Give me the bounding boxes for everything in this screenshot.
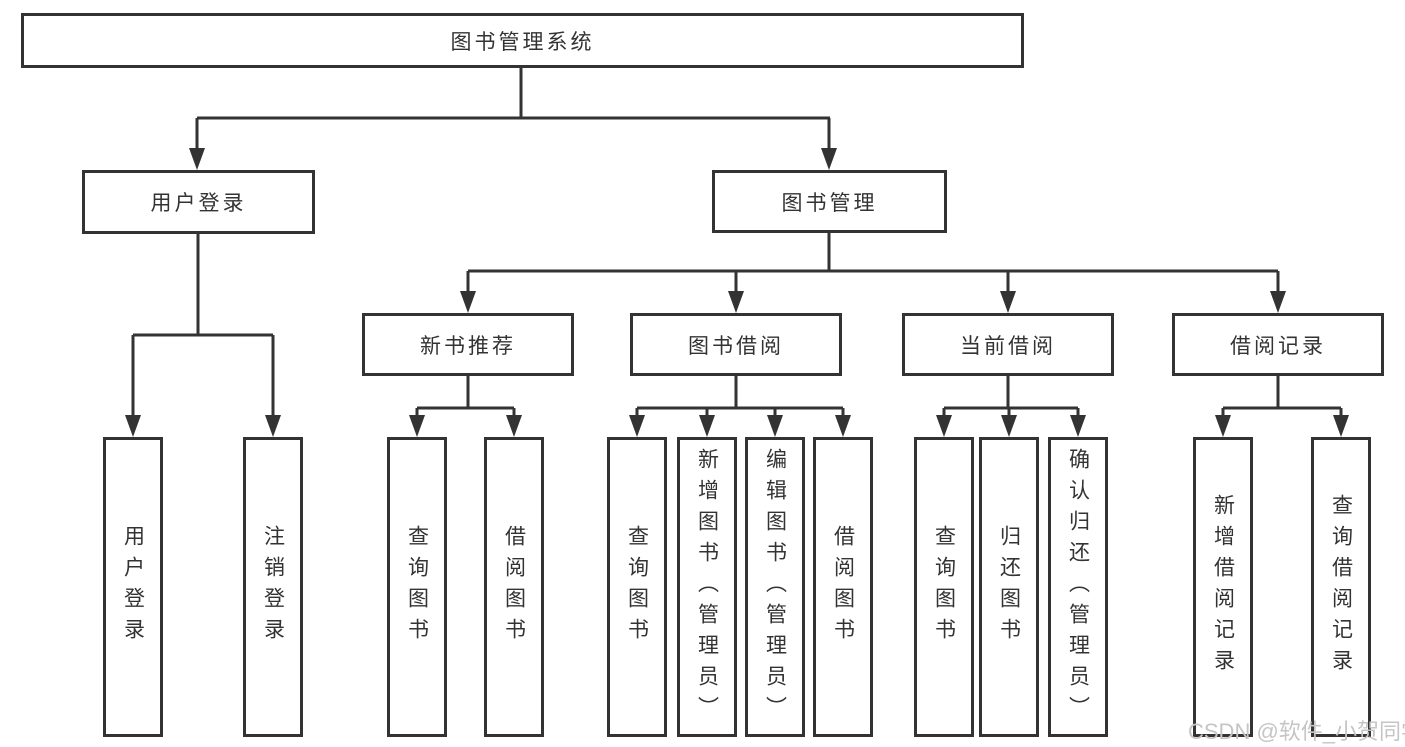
connector-book-borrow-children <box>635 375 845 423</box>
arrow-down-icon <box>699 415 715 437</box>
leaf-node-logout: 注销登录 <box>243 437 303 737</box>
node-current-borrow: 当前借阅 <box>902 313 1114 376</box>
arrow-down-icon <box>460 291 476 313</box>
node-book-borrow-label: 图书借阅 <box>688 334 784 358</box>
leaf-label: 归还图书 <box>997 525 1021 649</box>
leaf-label: 查询借阅记录 <box>1329 494 1353 680</box>
leaf-label: 借阅图书 <box>831 525 855 649</box>
leaf-node-user-login: 用户登录 <box>103 437 163 737</box>
leaf-node-query-books-borrow: 查询图书 <box>607 437 667 737</box>
leaf-label: 用户登录 <box>121 525 145 649</box>
leaf-node-edit-books-admin: 编辑图书（管理员） <box>745 437 805 737</box>
node-book-borrow: 图书借阅 <box>630 313 842 376</box>
leaf-node-add-books-admin: 新增图书（管理员） <box>677 437 737 737</box>
node-user-login: 用户登录 <box>82 170 315 234</box>
leaf-node-query-borrow-record: 查询借阅记录 <box>1311 437 1371 737</box>
connector-book-management-children <box>466 232 1280 299</box>
arrow-down-icon <box>629 415 645 437</box>
leaf-node-query-books-current: 查询图书 <box>914 437 974 737</box>
arrow-down-icon <box>189 148 205 170</box>
leaf-node-borrow-books-recommend: 借阅图书 <box>484 437 544 737</box>
arrow-down-icon <box>728 291 744 313</box>
leaf-label: 编辑图书（管理员） <box>763 447 787 727</box>
arrow-down-icon <box>1333 415 1349 437</box>
node-new-book-recommend-label: 新书推荐 <box>420 334 516 358</box>
connector-borrow-record-children <box>1221 375 1343 423</box>
arrow-down-icon <box>821 148 837 170</box>
leaf-label: 查询图书 <box>405 525 429 649</box>
connector-root-to-level2 <box>195 68 831 156</box>
arrow-down-icon <box>506 415 522 437</box>
leaf-node-add-borrow-record: 新增借阅记录 <box>1193 437 1253 737</box>
leaf-label: 查询图书 <box>932 525 956 649</box>
arrow-down-icon <box>265 415 281 437</box>
node-user-login-label: 用户登录 <box>150 192 247 215</box>
node-book-management: 图书管理 <box>712 170 947 233</box>
leaf-node-query-books-recommend: 查询图书 <box>387 437 447 737</box>
connector-new-book-children <box>415 375 516 423</box>
leaf-node-borrow-books: 借阅图书 <box>813 437 873 737</box>
arrow-down-icon <box>125 415 141 437</box>
node-root: 图书管理系统 <box>21 13 1024 68</box>
node-new-book-recommend: 新书推荐 <box>362 313 574 376</box>
node-root-label: 图书管理系统 <box>450 30 595 54</box>
arrow-down-icon <box>409 415 425 437</box>
leaf-label: 借阅图书 <box>502 525 526 649</box>
arrow-down-icon <box>1270 291 1286 313</box>
arrow-down-icon <box>1215 415 1231 437</box>
connector-user-login-children <box>131 234 275 423</box>
leaf-node-return-books: 归还图书 <box>979 437 1039 737</box>
leaf-node-confirm-return-admin: 确认归还（管理员） <box>1048 437 1108 737</box>
arrow-down-icon <box>1001 415 1017 437</box>
watermark: CSDN @软件_小贺同学 <box>1188 719 1405 744</box>
leaf-label: 新增图书（管理员） <box>695 447 719 727</box>
leaf-label: 确认归还（管理员） <box>1066 447 1090 727</box>
leaf-label: 新增借阅记录 <box>1211 494 1235 680</box>
leaf-label: 查询图书 <box>625 525 649 649</box>
leaf-label: 注销登录 <box>261 525 285 649</box>
node-book-management-label: 图书管理 <box>781 191 878 215</box>
arrow-down-icon <box>936 415 952 437</box>
node-current-borrow-label: 当前借阅 <box>960 334 1056 358</box>
arrow-down-icon <box>1000 291 1016 313</box>
node-borrow-records-label: 借阅记录 <box>1230 334 1326 358</box>
arrow-down-icon <box>835 415 851 437</box>
arrow-down-icon <box>1070 415 1086 437</box>
arrow-down-icon <box>767 415 783 437</box>
node-borrow-records: 借阅记录 <box>1172 313 1384 376</box>
